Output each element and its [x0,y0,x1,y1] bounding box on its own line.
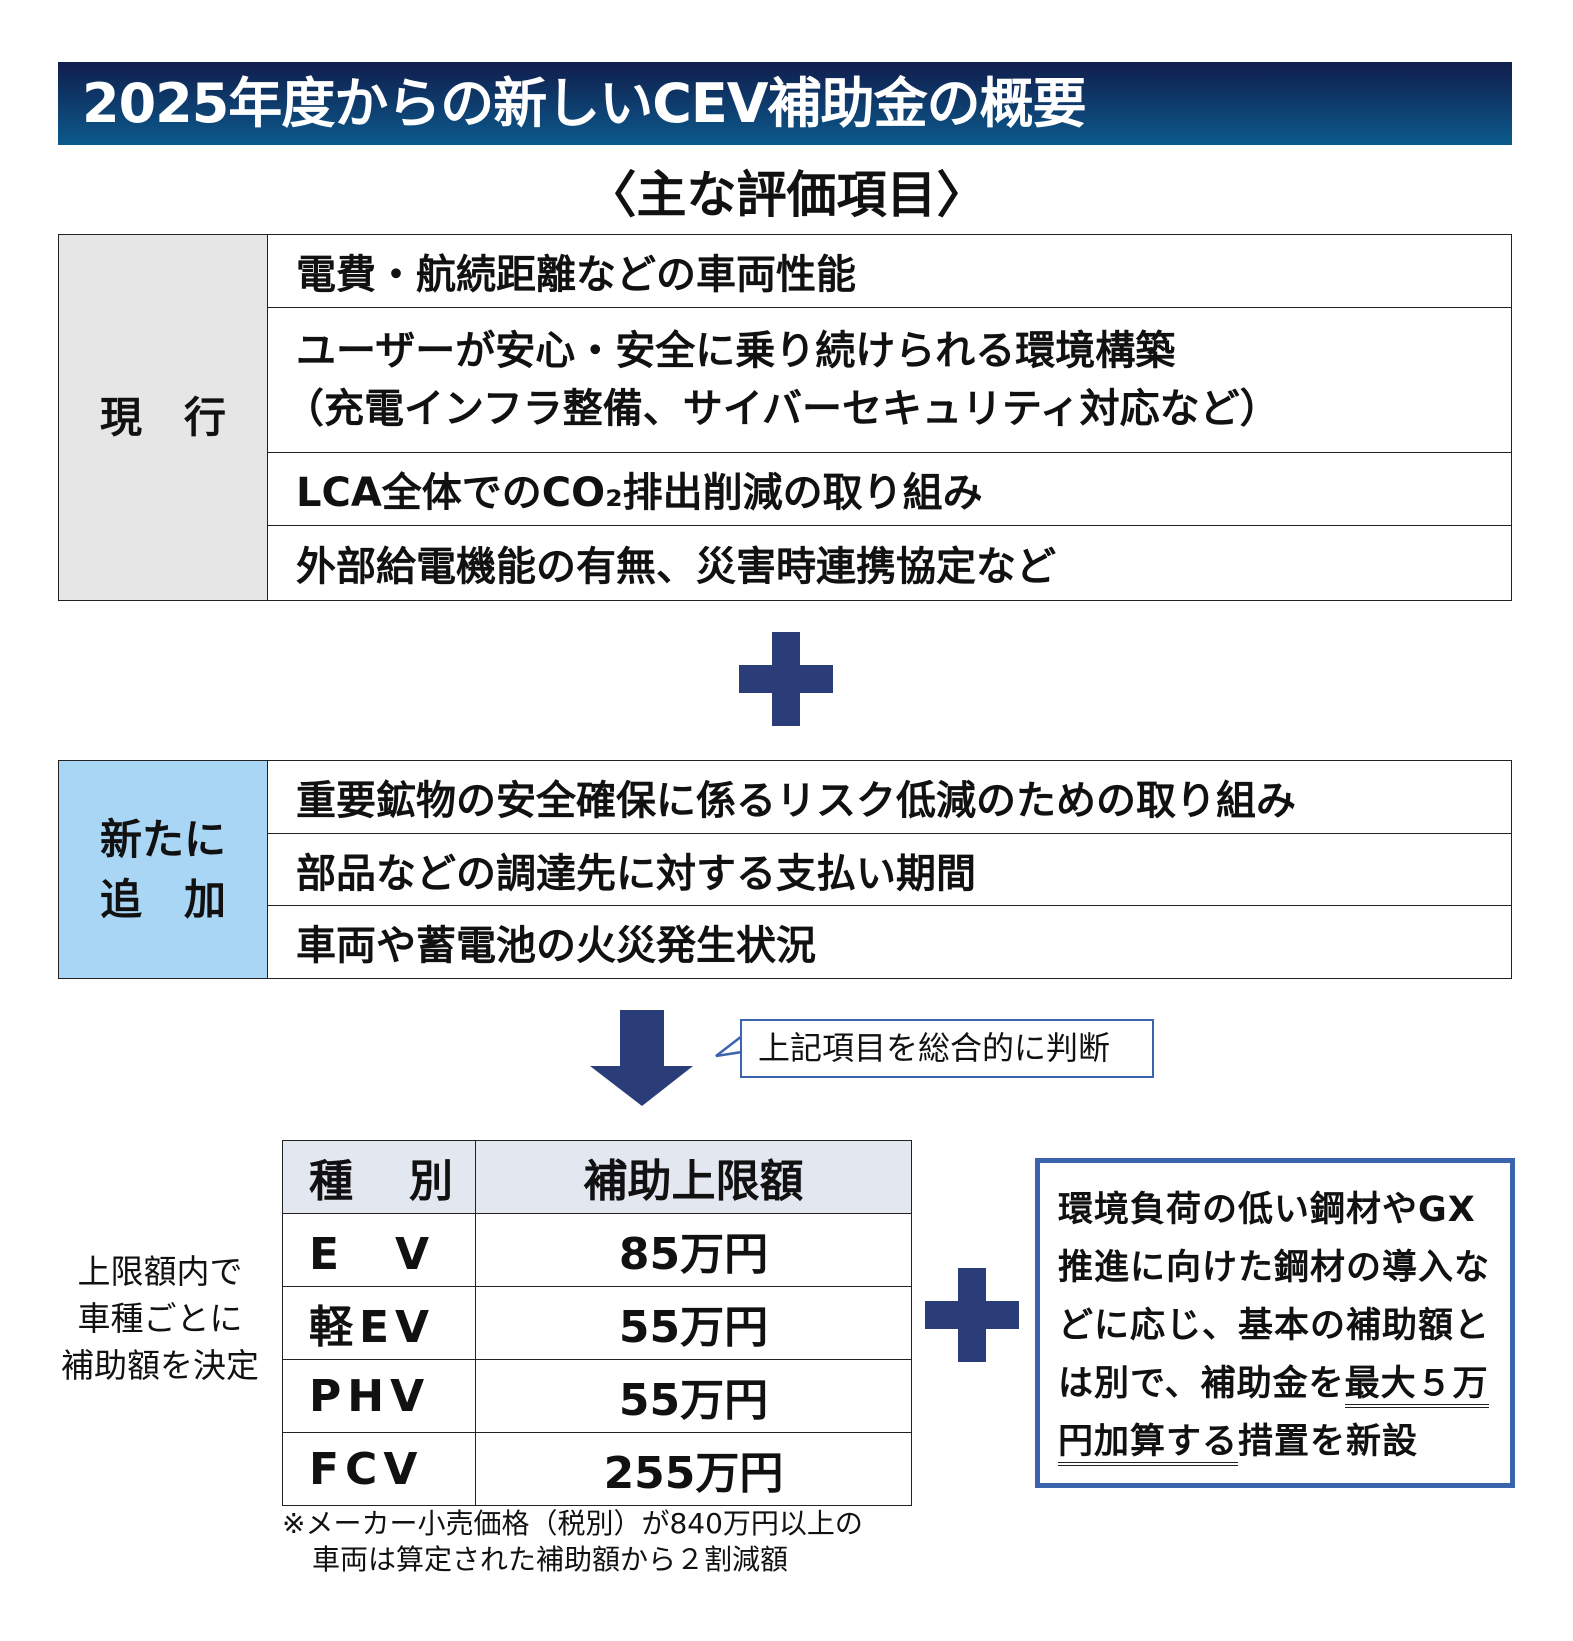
vehicle-type: 軽EV [282,1286,476,1360]
criteria-item: ユーザーが安心・安全に乗り続けられる環境構築 （充電インフラ整備、サイバーセキュリ… [267,307,1512,453]
added-label-line: 追 加 [99,874,226,924]
subsidy-amount: 255万円 [475,1432,912,1506]
extra-text: 環境負荷の低い鋼材やGX推進に向けた鋼材の導入などに応じ、基本の補助額とは別で、… [1058,1190,1491,1404]
subsidy-amount: 85万円 [475,1213,912,1287]
plus-icon [739,632,833,726]
side-label-line: 車種ごとに [77,1299,243,1338]
current-criteria-table: 現 行 電費・航続距離などの車両性能 ユーザーが安心・安全に乗り続けられる環境構… [58,234,1512,601]
footnote-line: ※メーカー小売価格（税別）が840万円以上の [282,1507,863,1540]
added-label-line: 新たに [99,814,226,864]
vehicle-type: FCV [282,1432,476,1506]
extra-text: 措置を新設 [1238,1422,1419,1462]
criteria-item: 外部給電機能の有無、災害時連携協定など [267,525,1512,601]
footnote-line: 車両は算定された補助額から２割減額 [312,1543,789,1576]
side-label-line: 補助額を決定 [61,1346,259,1385]
added-criteria-table: 新たに追 加 重要鉱物の安全確保に係るリスク低減のための取り組み 部品などの調達… [58,760,1512,979]
vehicle-type: E V [282,1213,476,1287]
extra-highlight: 最大５万円加算する [1058,1364,1489,1466]
subsidy-amount: 55万円 [475,1286,912,1360]
down-arrow-icon [590,1010,743,1106]
vehicle-type: PHV [282,1359,476,1433]
side-label-line: 上限額内で [77,1252,243,1291]
subtitle: 〈主な評価項目〉 [586,166,987,224]
current-label: 現 行 [58,234,268,601]
criteria-item: 部品などの調達先に対する支払い期間 [267,833,1512,906]
criteria-item: 重要鉱物の安全確保に係るリスク低減のための取り組み [267,760,1512,834]
footnote: ※メーカー小売価格（税別）が840万円以上の 車両は算定された補助額から２割減額 [282,1506,863,1578]
plus-icon [925,1268,1019,1362]
title-banner: 2025年度からの新しいCEV補助金の概要 [58,62,1512,145]
criteria-line: ユーザーが安心・安全に乗り続けられる環境構築 [296,328,1176,374]
callout-box: 上記項目を総合的に判断 [740,1019,1154,1078]
added-label: 新たに追 加 [58,760,268,979]
criteria-line: （充電インフラ整備、サイバーセキュリティ対応など） [284,386,1280,432]
criteria-item: 電費・航続距離などの車両性能 [267,234,1512,308]
criteria-item: 車両や蓄電池の火災発生状況 [267,905,1512,979]
header-amount: 補助上限額 [475,1140,912,1214]
side-label: 上限額内で 車種ごとに 補助額を決定 [50,1248,270,1389]
header-type: 種 別 [282,1140,476,1214]
criteria-item: LCA全体でのCO₂排出削減の取り組み [267,452,1512,526]
extra-subsidy-box: 環境負荷の低い鋼材やGX推進に向けた鋼材の導入などに応じ、基本の補助額とは別で、… [1035,1158,1515,1488]
subsidy-amount: 55万円 [475,1359,912,1433]
